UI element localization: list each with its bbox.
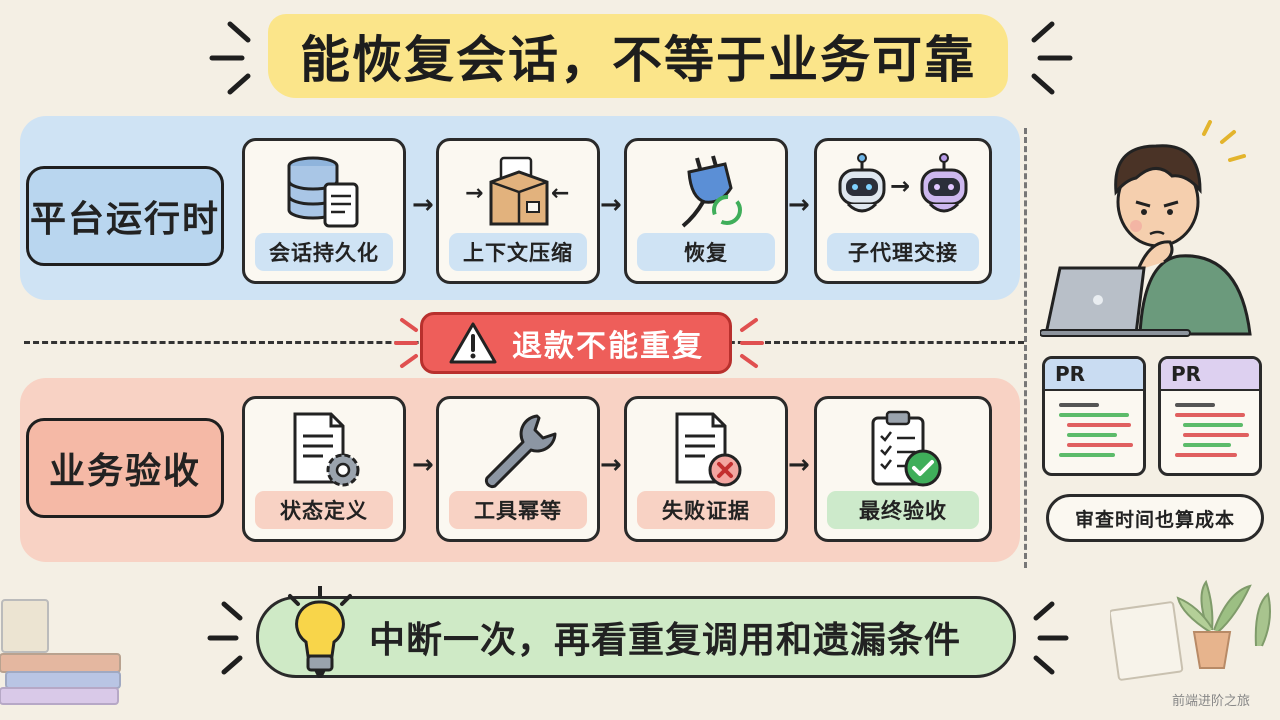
sparkle-right-icon [740,318,764,368]
svg-text:←: ← [551,181,569,206]
step-card-session-persistence: 会话持久化 [242,138,406,284]
sparkle-left-icon [209,21,251,95]
step-label: 失败证据 [637,491,775,529]
sparkle-left-icon [207,601,243,675]
step-label: 工具幂等 [449,491,587,529]
document-error-icon [627,407,785,493]
wrench-icon [439,407,597,493]
row-label-platform: 平台运行时 [26,166,224,266]
step-card-failure-evidence: 失败证据 [624,396,788,542]
step-label: 上下文压缩 [449,233,587,271]
step-label: 会话持久化 [255,233,393,271]
sparkle-right-icon [1033,601,1069,675]
pr-card-header: PR [1161,359,1259,391]
pr-card: PR [1042,356,1146,476]
arrow-right-icon: → [412,190,434,220]
step-card-context-compression: → ← 上下文压缩 [436,138,600,284]
step-label: 恢复 [637,233,775,271]
step-card-final-acceptance: 最终验收 [814,396,992,542]
clipboard-check-icon [817,407,989,493]
plug-refresh-icon [627,149,785,235]
svg-text:→: → [465,181,483,206]
developer-illustration [1040,120,1252,337]
arrow-right-icon: → [600,190,622,220]
row-label-business: 业务验收 [26,418,224,518]
svg-text:→: → [890,172,910,200]
warning-triangle-icon [449,322,497,364]
step-label: 子代理交接 [827,233,979,271]
pr-card-header: PR [1045,359,1143,391]
watermark: 前端进阶之旅 [1172,694,1251,709]
warning-text: 退款不能重复 [512,329,704,364]
database-document-icon [245,149,403,235]
warning-badge: 退款不能重复 [420,312,732,374]
arrow-right-icon: → [788,450,810,480]
step-card-subagent-handoff: → 子代理交接 [814,138,992,284]
step-card-state-definition: 状态定义 [242,396,406,542]
side-divider [1024,128,1027,568]
arrow-right-icon: → [412,450,434,480]
step-label: 最终验收 [827,491,979,529]
title-banner: 能恢复会话，不等于业务可靠 [268,14,1008,98]
robot-handoff-icon: → [817,149,989,235]
sparkle-left-icon [394,318,418,368]
takeaway-banner: 中断一次，再看重复调用和遗漏条件 [256,596,1016,678]
step-card-recovery: 恢复 [624,138,788,284]
takeaway-text: 中断一次，再看重复调用和遗漏条件 [369,620,962,661]
arrow-right-icon: → [600,450,622,480]
books-decoration [0,599,121,705]
plant-decoration [1110,579,1271,681]
page-title: 能恢复会话，不等于业务可靠 [300,31,976,89]
step-label: 状态定义 [255,491,393,529]
step-card-tool-idempotency: 工具幂等 [436,396,600,542]
arrow-right-icon: → [788,190,810,220]
lightbulb-icon [288,586,352,678]
review-cost-note: 审查时间也算成本 [1046,494,1264,542]
sparkle-right-icon [1031,21,1073,95]
document-gear-icon [245,407,403,493]
pr-card: PR [1158,356,1262,476]
box-documents-icon: → ← [439,149,597,235]
